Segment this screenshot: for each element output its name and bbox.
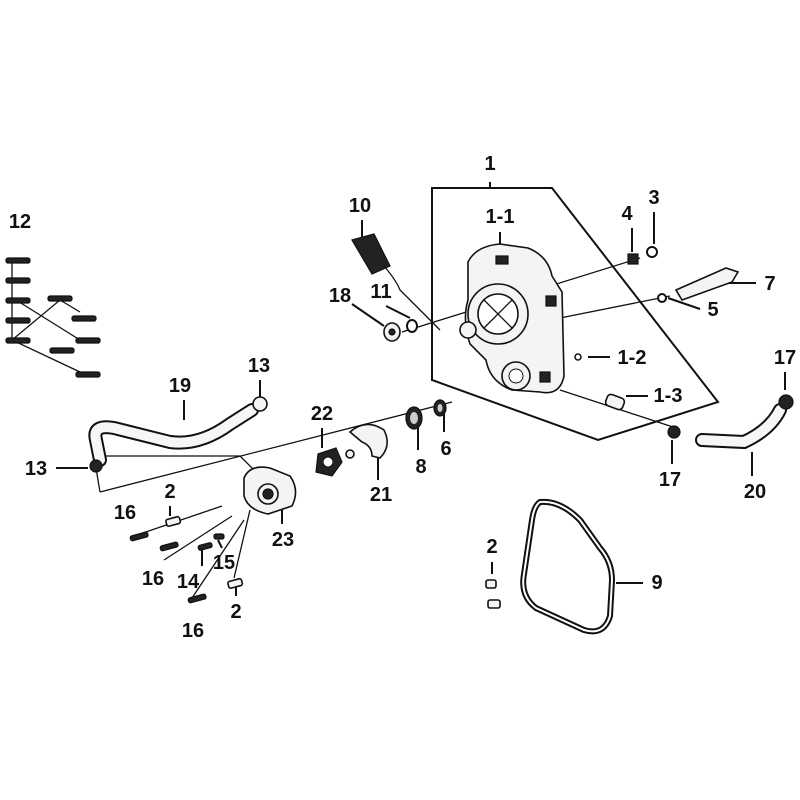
callout-labels: 1 1-1 1-2 1-3 2 2 2 3 4 5 6 7 8 9 10 11 … xyxy=(9,153,796,642)
dowels-and-bolts xyxy=(129,515,501,609)
callout-3: 3 xyxy=(648,187,659,209)
callout-11: 11 xyxy=(370,281,391,303)
bolt-group-12 xyxy=(5,257,101,378)
callout-19: 19 xyxy=(169,375,191,397)
callout-1-1: 1-1 xyxy=(486,206,515,228)
callout-13b: 13 xyxy=(25,458,47,480)
plug-18-washer-11 xyxy=(383,319,418,342)
callout-1: 1 xyxy=(484,153,495,175)
water-hose-19 xyxy=(88,396,268,473)
gasket-9 xyxy=(520,498,616,635)
nut-4 xyxy=(627,253,639,265)
callout-20: 20 xyxy=(744,481,766,503)
o-ring-5 xyxy=(657,293,667,303)
callout-4: 4 xyxy=(621,203,633,225)
callout-7: 7 xyxy=(764,273,775,295)
dowel-1-3 xyxy=(604,393,626,411)
callout-17a: 17 xyxy=(774,347,796,369)
callout-14: 14 xyxy=(177,571,200,593)
callout-18: 18 xyxy=(329,285,351,307)
dipstick-7 xyxy=(674,267,740,301)
callout-8: 8 xyxy=(415,456,426,478)
callout-23: 23 xyxy=(272,529,294,551)
water-pump-assembly xyxy=(243,423,388,515)
sensor-10 xyxy=(351,233,441,331)
callout-2b: 2 xyxy=(230,601,241,623)
callout-6: 6 xyxy=(440,438,451,460)
seal-6 xyxy=(433,399,447,417)
callout-16c: 16 xyxy=(182,620,204,642)
pin-1-2 xyxy=(574,353,582,361)
callout-13a: 13 xyxy=(248,355,270,377)
crankcase-cover-1 xyxy=(459,243,565,394)
pipe-20 xyxy=(667,394,794,450)
callout-16b: 16 xyxy=(142,568,164,590)
callout-21: 21 xyxy=(370,484,392,506)
callout-22: 22 xyxy=(311,403,333,425)
callout-9: 9 xyxy=(651,572,662,594)
callout-16a: 16 xyxy=(114,502,136,524)
leader-lines xyxy=(56,182,786,596)
callout-10: 10 xyxy=(349,195,371,217)
callout-17b: 17 xyxy=(659,469,681,491)
callout-15: 15 xyxy=(213,552,235,574)
small-fittings xyxy=(574,246,740,411)
callout-1-3: 1-3 xyxy=(654,385,683,407)
seal-8 xyxy=(405,406,423,430)
callout-1-2: 1-2 xyxy=(618,347,647,369)
callout-2c: 2 xyxy=(486,536,497,558)
callout-2a: 2 xyxy=(164,481,175,503)
washer-3 xyxy=(646,246,658,258)
callout-5: 5 xyxy=(707,299,718,321)
callout-12: 12 xyxy=(9,211,31,233)
assembly-axis-lines xyxy=(93,257,677,599)
